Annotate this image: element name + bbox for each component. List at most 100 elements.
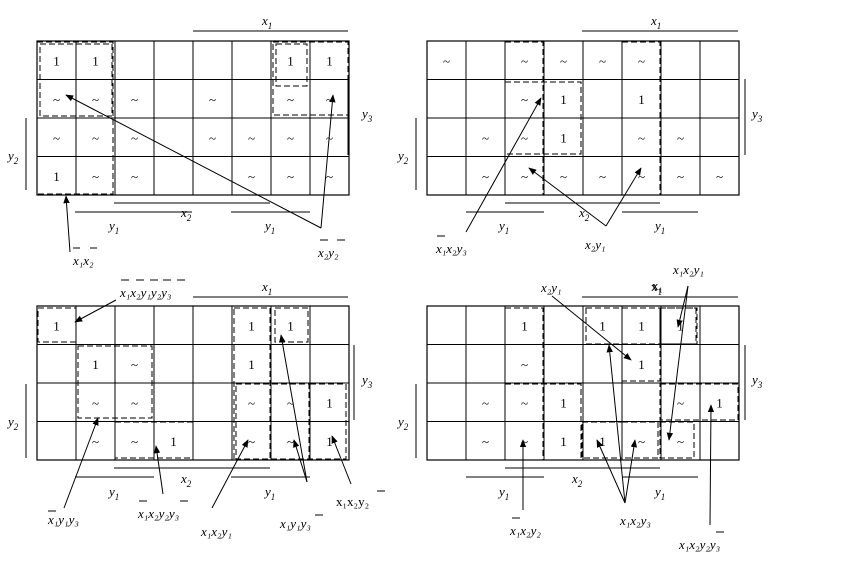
variable-label-x2: x2 bbox=[180, 205, 192, 223]
grouping-box bbox=[274, 307, 309, 343]
pointer-arrow bbox=[624, 439, 638, 504]
cell-value: ~ bbox=[716, 169, 723, 184]
pointer-arrow bbox=[320, 94, 336, 229]
term-x1x2y2-upright: x₁x₂y₂ bbox=[336, 494, 369, 509]
cell-value: ~ bbox=[482, 130, 489, 145]
variable-label-x2: x2 bbox=[571, 471, 583, 489]
term-x1x2y1: x₁x₂y₁ bbox=[200, 524, 232, 539]
cell-value: ~ bbox=[560, 169, 567, 184]
cell-value: ~ bbox=[53, 92, 60, 107]
cell-value: ~ bbox=[482, 395, 489, 410]
term-x2y2: x₂y₂ bbox=[317, 245, 339, 260]
term-x2y1-b: x₂y₁ bbox=[540, 280, 562, 295]
cell-value: 1 bbox=[638, 318, 645, 333]
grouping-box bbox=[504, 41, 544, 196]
pointer-arrow bbox=[74, 299, 117, 323]
cell-value: ~ bbox=[92, 169, 99, 184]
cell-value: ~ bbox=[521, 434, 528, 449]
cell-value: 1 bbox=[560, 395, 567, 410]
cell-value: 1 bbox=[560, 92, 567, 107]
variable-label-y1: y1 bbox=[497, 484, 509, 502]
cell-value: ~ bbox=[287, 92, 294, 107]
term-x2y1: x₂y₁ bbox=[584, 237, 606, 252]
variable-label-y3: y3 bbox=[360, 372, 373, 390]
cell-value: ~ bbox=[248, 169, 255, 184]
variable-label-X1: x₁ bbox=[652, 278, 663, 293]
grouping-box bbox=[233, 307, 271, 461]
cell-value: 1 bbox=[638, 92, 645, 107]
grouping-box bbox=[272, 41, 349, 116]
variable-label-x2: x2 bbox=[578, 205, 590, 223]
pointer-arrow bbox=[528, 167, 607, 227]
term-x1x2y1-b: x₁x₂y₁ bbox=[672, 262, 704, 277]
cell-value: ~ bbox=[248, 395, 255, 410]
cell-value: 1 bbox=[287, 318, 294, 333]
cell-value: ~ bbox=[287, 169, 294, 184]
cell-value: 1 bbox=[521, 318, 528, 333]
pointer-arrow bbox=[596, 439, 626, 504]
cell-value: ~ bbox=[287, 434, 294, 449]
grouping-box bbox=[621, 421, 659, 459]
cell-value: 1 bbox=[92, 357, 99, 372]
variable-label-y3: y3 bbox=[750, 106, 763, 124]
variable-label-y1: y1 bbox=[107, 218, 119, 236]
grouping-box bbox=[659, 307, 697, 345]
cell-value: ~ bbox=[248, 130, 255, 145]
grouping-box bbox=[621, 307, 661, 382]
pointer-arrow bbox=[676, 285, 689, 328]
cell-value: ~ bbox=[521, 130, 528, 145]
cell-value: ~ bbox=[248, 434, 255, 449]
grouping-box bbox=[114, 421, 194, 459]
pointer-arrow bbox=[293, 439, 308, 483]
cell-value: ~ bbox=[677, 434, 684, 449]
cell-value: ~ bbox=[599, 169, 606, 184]
cell-value: ~ bbox=[287, 395, 294, 410]
cell-value: ~ bbox=[677, 395, 684, 410]
cell-value: 1 bbox=[53, 169, 60, 184]
term-x1x2: x₁x₂ bbox=[72, 253, 94, 268]
cell-value: ~ bbox=[560, 53, 567, 68]
grouping-box bbox=[621, 41, 661, 196]
grouping-box bbox=[235, 383, 310, 460]
grouping-box bbox=[39, 43, 113, 117]
term-x1x2y2: x₁x₂y₂ bbox=[509, 523, 541, 538]
cell-value: ~ bbox=[92, 130, 99, 145]
variable-label-y1: y1 bbox=[653, 218, 665, 236]
variable-label-x1: x1 bbox=[650, 13, 661, 31]
pointer-arrow bbox=[605, 167, 642, 227]
cell-value: ~ bbox=[482, 434, 489, 449]
cell-value: 1 bbox=[248, 318, 255, 333]
cell-value: ~ bbox=[53, 130, 60, 145]
grouping-box bbox=[77, 345, 153, 419]
cell-value: 1 bbox=[326, 53, 333, 68]
variable-label-x1: x1 bbox=[261, 279, 272, 297]
cell-value: ~ bbox=[638, 434, 645, 449]
term-x1y1y3: x₁y₁y₃ bbox=[47, 512, 79, 527]
grouping-box bbox=[504, 81, 582, 155]
variable-label-y1: y1 bbox=[263, 484, 275, 502]
cell-value: 1 bbox=[560, 434, 567, 449]
pointer-arrow bbox=[211, 439, 249, 509]
cell-value: ~ bbox=[443, 53, 450, 68]
term-x1x2y1y2y3: x₁x₂y₁y₂y₃ bbox=[119, 285, 171, 300]
cell-value: ~ bbox=[131, 130, 138, 145]
cell-value: ~ bbox=[92, 92, 99, 107]
cell-value: 1 bbox=[716, 395, 723, 410]
pointer-arrow bbox=[606, 344, 626, 504]
variable-label-y2: y2 bbox=[396, 148, 409, 166]
pointer-arrow bbox=[63, 195, 71, 253]
variable-label-x1: x1 bbox=[261, 13, 272, 31]
cell-value: ~ bbox=[599, 53, 606, 68]
cell-value: ~ bbox=[209, 92, 216, 107]
cell-value: ~ bbox=[638, 53, 645, 68]
term-x1x2y2y3-b: x₁x₂y₂y₃ bbox=[678, 537, 720, 552]
pointer-arrow bbox=[465, 97, 542, 233]
term-x1x2y3: x₁x₂y₃ bbox=[435, 241, 467, 256]
cell-value: ~ bbox=[131, 92, 138, 107]
cell-value: ~ bbox=[677, 169, 684, 184]
